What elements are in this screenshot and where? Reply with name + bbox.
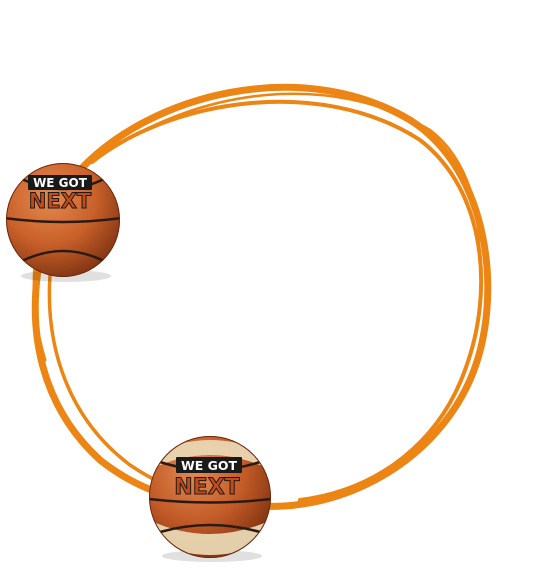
basketball-icon: WE GOT NEXT — [149, 436, 271, 562]
ring-stroke-thin — [108, 92, 480, 252]
ring-stroke-left-tail — [32, 260, 47, 362]
ball-label-line1: WE GOT — [33, 176, 88, 190]
ring-stroke-left-inner — [47, 273, 162, 484]
ball-label-line2: NEXT — [174, 475, 239, 500]
ring-stroke-outer — [76, 83, 492, 510]
ring-stroke-inner — [90, 99, 484, 502]
ball-seams — [149, 436, 271, 558]
ball-label-line2: NEXT — [29, 189, 92, 213]
ring-stroke-left — [31, 266, 162, 496]
ball-label-line1: WE GOT — [181, 458, 238, 473]
basketball-icon: WE GOT NEXT — [6, 163, 120, 282]
orange-ring — [31, 83, 492, 510]
